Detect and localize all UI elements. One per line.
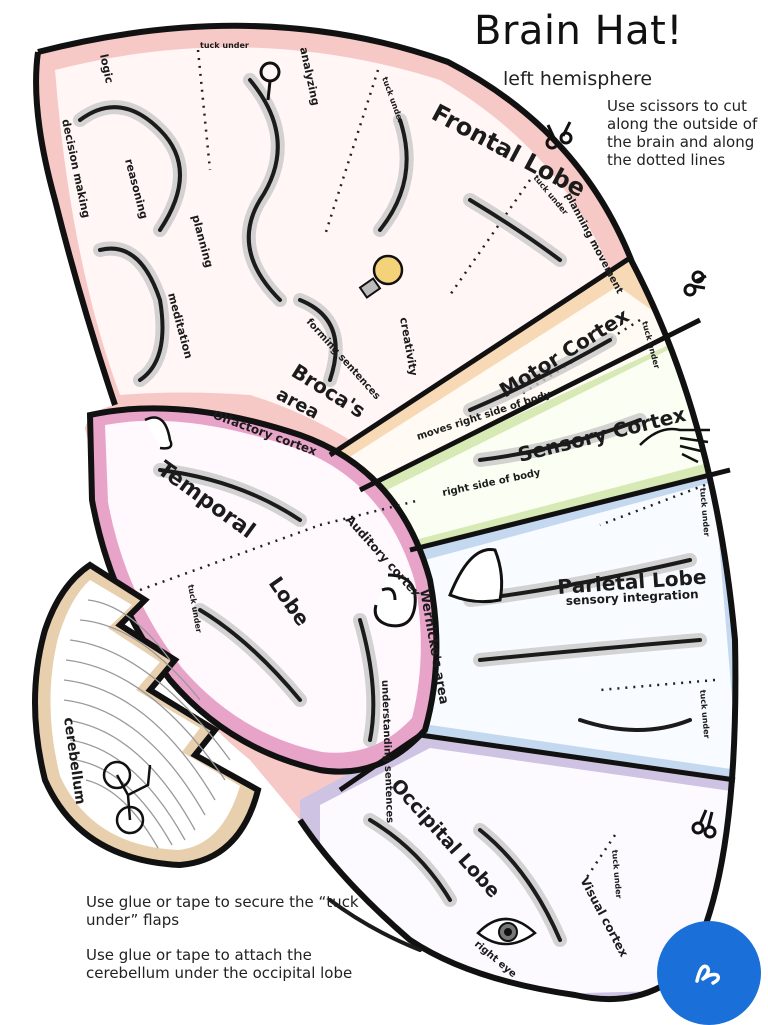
edit-fab-button[interactable] [657, 921, 761, 1025]
pen-icon [657, 921, 761, 1025]
lightbulb-icon [358, 254, 404, 299]
eye-icon [476, 917, 537, 946]
tuck-under-label: tuck under [610, 849, 623, 899]
magnifier-icon [259, 61, 281, 101]
page-title: Brain Hat! [474, 8, 683, 54]
scissors-icon [691, 809, 717, 839]
hand-icon [639, 427, 710, 464]
cerebellum-note: Use glue or tape to attach the cerebellu… [86, 946, 353, 982]
cut-instructions: Use scissors to cut along the outside of… [607, 97, 758, 169]
tuck-under-label: tuck under [698, 487, 711, 537]
page-subtitle: left hemisphere [503, 68, 653, 90]
scissors-icon [683, 270, 707, 297]
parietal-sub-label: sensory integration [565, 587, 698, 608]
understanding-sentences-label: understanding sentences [379, 680, 395, 824]
nose-icon [144, 416, 173, 450]
logic-label: logic [97, 53, 116, 85]
bicycle-icon [102, 760, 152, 835]
tuck-under-note: Use glue or tape to secure the “tuck und… [86, 893, 359, 929]
tuck-under-label: tuck under [698, 689, 711, 739]
ear-icon [373, 573, 417, 628]
ear-icon [448, 548, 504, 604]
scissors-icon [545, 121, 573, 150]
tuck-under-label: tuck under [200, 41, 249, 50]
